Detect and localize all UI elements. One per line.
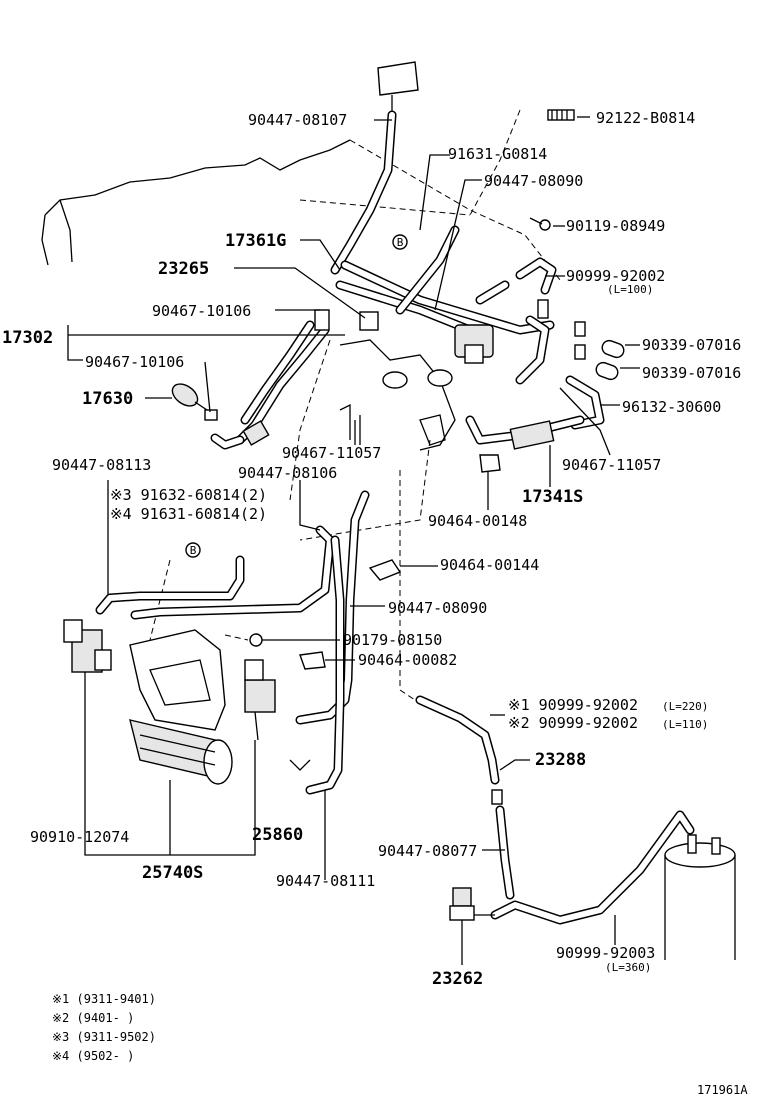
canister-bracket [129, 629, 226, 731]
svg-text:B: B [397, 236, 404, 249]
label-17630: 17630 [82, 389, 133, 409]
label-90447-08113: 90447-08113 [52, 456, 151, 474]
label-90447-08111: 90447-08111 [276, 872, 375, 890]
label-90999-92002-top: 90999-92002 [566, 267, 665, 285]
svg-text:B: B [190, 544, 197, 557]
vsv-90910-12074 [63, 619, 112, 673]
part-labels: 90447-08107 92122-B0814 91631-G0814 9044… [2, 109, 741, 989]
bolt-92122-b0814 [547, 109, 575, 121]
filter-23288 [491, 789, 503, 805]
label-90447-08077: 90447-08077 [378, 842, 477, 860]
label-l100: (L=100) [607, 283, 653, 296]
label-90447-08090-top: 90447-08090 [484, 172, 583, 190]
label-90910-12074: 90910-12074 [30, 828, 129, 846]
label-17341s: 17341S [522, 487, 583, 507]
reference-mark-b-mid: B [185, 542, 201, 558]
label-17361g: 17361G [225, 231, 286, 251]
label-90467-11057-a: 90467-11057 [282, 444, 381, 462]
bolt-90119-08949 [529, 217, 551, 231]
label-90467-10106-b: 90467-10106 [85, 353, 184, 371]
engine-center-block [339, 339, 456, 451]
note-2: ※2 (9401- ) [52, 1011, 134, 1025]
grommet-90179-08150 [249, 633, 263, 647]
label-90464-00144: 90464-00144 [440, 556, 539, 574]
label-23262: 23262 [432, 969, 483, 989]
hose-90447-08111 [305, 535, 345, 795]
filter-cap-part [377, 61, 419, 115]
hose-90447-08113 [95, 555, 245, 615]
label-m2-90999-92002: ※2 90999-92002 [508, 714, 638, 732]
hose-90999-92002-top [515, 257, 557, 295]
clamp-90464-00144 [368, 559, 402, 581]
sensor-23262 [449, 887, 495, 945]
label-23265: 23265 [158, 259, 209, 279]
label-96132-30600: 96132-30600 [622, 398, 721, 416]
hose-90447-08077 [495, 805, 515, 900]
valve-25860 [244, 659, 276, 741]
label-m3-91632-60814: ※3 91632-60814(2) [110, 486, 267, 504]
pipe-17302 [210, 309, 330, 450]
label-l110: (L=110) [662, 718, 708, 731]
hose-96132-30600 [565, 375, 605, 430]
label-23288: 23288 [535, 750, 586, 770]
label-90119-08949: 90119-08949 [566, 217, 665, 235]
label-l360: (L=360) [605, 961, 651, 974]
figure-id: 171961A [697, 1083, 748, 1097]
label-90464-00082: 90464-00082 [358, 651, 457, 669]
label-90447-08090-mid: 90447-08090 [388, 599, 487, 617]
label-l220: (L=220) [662, 700, 708, 713]
clamp-90464-00148 [479, 454, 501, 473]
pipe-17341s [465, 415, 585, 450]
hose-90447-08107 [330, 110, 397, 275]
engine-outline [41, 109, 561, 771]
reference-mark-b-top: B [392, 234, 408, 250]
valve-17630 [171, 383, 218, 421]
fuel-tank-part [664, 834, 736, 960]
vacuum-pipe-assembly [335, 225, 555, 364]
note-4: ※4 (9502- ) [52, 1049, 134, 1063]
label-90447-08106: 90447-08106 [238, 464, 337, 482]
label-90999-92003: 90999-92003 [556, 944, 655, 962]
label-90464-00148: 90464-00148 [428, 512, 527, 530]
label-91631-g0814: 91631-G0814 [448, 145, 547, 163]
label-m4-91631-60814: ※4 91631-60814(2) [110, 505, 267, 523]
note-3: ※3 (9311-9502) [52, 1030, 156, 1044]
hose-90447-08090-mid [295, 490, 370, 725]
label-90467-11057-b: 90467-11057 [562, 456, 661, 474]
label-92122-b0814: 92122-B0814 [596, 109, 695, 127]
clamp-90464-00082 [299, 651, 326, 670]
vsv-valve-right [515, 299, 586, 385]
label-90179-08150: 90179-08150 [343, 631, 442, 649]
label-90339-07016-b: 90339-07016 [642, 364, 741, 382]
model-year-notes: ※1 (9311-9401) ※2 (9401- ) ※3 (9311-9502… [52, 992, 156, 1063]
plug-90339-07016 [595, 339, 625, 381]
charcoal-canister-25740s [129, 719, 233, 785]
leader-lines [67, 116, 640, 965]
label-m1-90999-92002: ※1 90999-92002 [508, 696, 638, 714]
hose-90999-92002-lower [415, 695, 500, 785]
label-25860: 25860 [252, 825, 303, 845]
label-90339-07016-a: 90339-07016 [642, 336, 741, 354]
hose-90999-92003 [490, 810, 695, 925]
note-1: ※1 (9311-9401) [52, 992, 156, 1006]
label-25740s: 25740S [142, 863, 203, 883]
label-17302: 17302 [2, 328, 53, 348]
label-90447-08107: 90447-08107 [248, 111, 347, 129]
hose-90447-08106 [130, 525, 335, 620]
label-90467-10106-a: 90467-10106 [152, 302, 251, 320]
